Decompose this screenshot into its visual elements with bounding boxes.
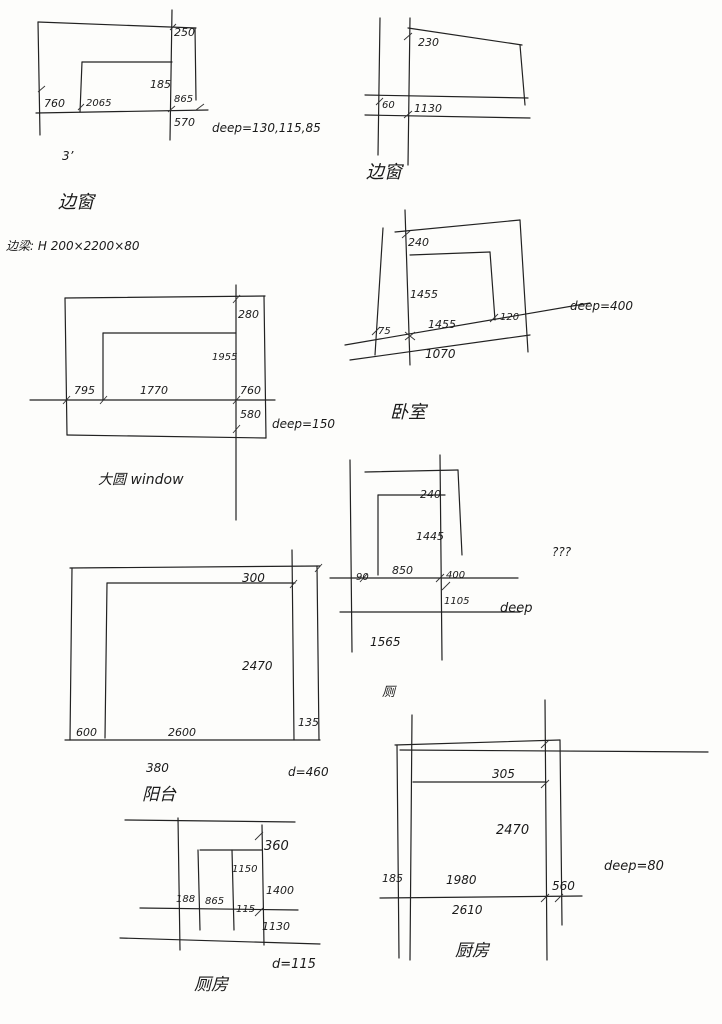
sketch-6-label: 2600 (168, 726, 196, 739)
sketch-8-label: 185 (382, 872, 403, 885)
sketch-1-label: 760 (44, 97, 65, 110)
sketch-5-note: ??? (552, 545, 572, 559)
sketch-5 (329, 454, 521, 661)
sketch-7-label: 1400 (266, 884, 294, 897)
sketch-1-caption: 边窗 (58, 192, 96, 213)
sketch-1-label: 2065 (86, 98, 111, 109)
sketch-2 (364, 17, 531, 166)
sketch-8-label: 560 (552, 879, 575, 893)
sketch-2-label: 60 (382, 100, 395, 111)
sketch-1-deep-label: deep=130,115,85 (212, 121, 321, 135)
sketch-1-label: 250 (174, 26, 195, 39)
sketch-5-label: 850 (392, 564, 413, 577)
sketch-1-label: 3’ (62, 149, 74, 163)
sketch-7-label: 115 (236, 904, 255, 915)
sketch-8-label: 2610 (452, 903, 483, 917)
sketch-1-label: 570 (174, 116, 195, 129)
sketch-3-label: 760 (240, 384, 261, 397)
sketch-1 (35, 9, 209, 141)
sketch-3 (29, 284, 276, 521)
sketch-6-label: 300 (242, 571, 265, 585)
sketch-7-label: 1150 (232, 864, 257, 875)
sketch-8-label: 305 (492, 767, 515, 781)
sketch-4-label: 1455 (410, 288, 438, 301)
sketch-5-label: 1445 (416, 530, 444, 543)
sketch-4-deep-label: deep=400 (570, 299, 633, 313)
sketch-4-label: 1455 (428, 318, 456, 331)
sketch-3-deep-label: deep=150 (272, 417, 335, 431)
sketch-1-label: 185 (150, 78, 171, 91)
sketch-3-label: 795 (74, 384, 95, 397)
sketch-5-deep-label: deep (500, 601, 533, 616)
sketch-5-caption: 厕 (382, 685, 397, 700)
sketch-6-caption: 阳台 (142, 785, 177, 805)
sketch-6-label: 135 (298, 716, 319, 729)
sketch-5-label: 240 (420, 488, 441, 501)
sketch-8-label: 1980 (446, 873, 477, 887)
sketch-3-label: 580 (240, 408, 261, 421)
sketch-8-caption: 厨房 (455, 941, 491, 961)
sketch-6-label: 380 (146, 761, 169, 775)
sketch-8 (379, 699, 709, 961)
sketch-8-label: 2470 (496, 823, 529, 838)
sketch-4 (344, 209, 591, 366)
sketch-7 (119, 817, 321, 951)
sketch-2-label: 1130 (414, 102, 442, 115)
sketch-5-label: 1105 (444, 596, 469, 607)
sketch-7-label: 865 (205, 896, 224, 907)
sketch-8-deep-label: deep=80 (604, 859, 664, 874)
sketch-7-caption: 厕房 (194, 975, 230, 995)
sketch-7-label: 1130 (262, 920, 290, 933)
sketch-4-label: 75 (378, 326, 391, 337)
sketch-5-label: 1565 (370, 635, 401, 649)
sketch-6 (64, 549, 323, 741)
sketch-4-label: 240 (408, 236, 429, 249)
sketch-3-label: 1770 (140, 384, 168, 397)
sketch-7-label: 188 (176, 894, 195, 905)
sketch-7-deep-label: d=115 (272, 957, 316, 972)
sketch-1-label: 865 (174, 94, 193, 105)
sketch-2-caption: 边窗 (366, 162, 404, 183)
sketch-3-beam-note: 边梁: H 200×2200×80 (6, 239, 140, 253)
sketch-5-label: 90 (356, 572, 369, 583)
sketch-6-deep-label: d=460 (288, 765, 329, 779)
sketch-6-label: 2470 (242, 659, 273, 673)
sketch-4-label: 1070 (425, 347, 456, 361)
sketch-2-label: 230 (418, 36, 439, 49)
sketch-6-label: 600 (76, 726, 97, 739)
sketch-3-caption: 大圆 window (98, 472, 184, 488)
sketch-3-label: 280 (238, 308, 259, 321)
sketch-4-caption: 卧室 (390, 402, 429, 423)
sketch-4-label: 120 (500, 312, 519, 323)
sketch-7-label: 360 (264, 839, 289, 854)
sketch-5-label: 400 (446, 570, 465, 581)
sketch-3-label: 1955 (212, 352, 237, 363)
